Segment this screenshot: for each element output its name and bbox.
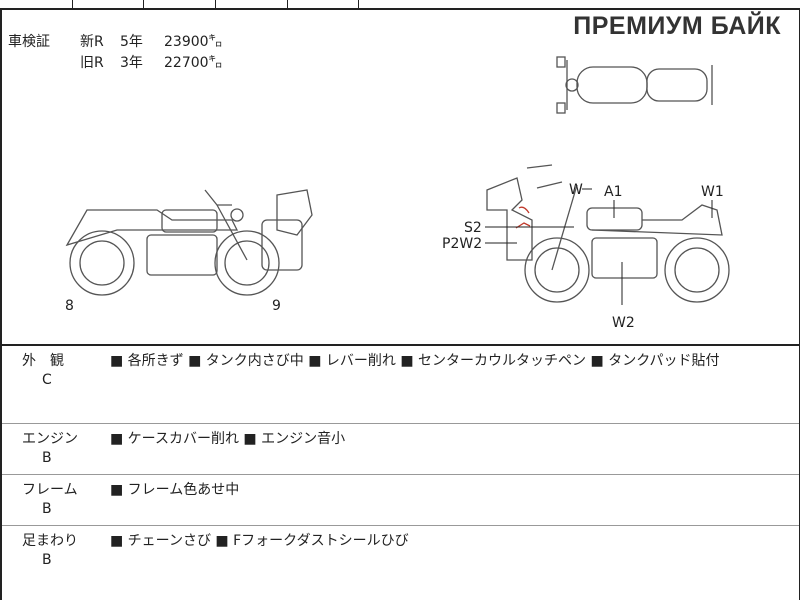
label-p2w2: P2W2 — [442, 236, 482, 252]
inspection-row-engine: エンジン B ■ ケースカバー削れ ■ エンジン音小 — [2, 424, 799, 475]
top-table-band — [0, 0, 800, 10]
left-labels: 8 9 — [65, 298, 281, 314]
notes: ■ 各所きず ■ タンク内さび中 ■ レバー削れ ■ センターカウルタッチペン … — [110, 353, 720, 369]
category: フレーム — [22, 482, 78, 498]
grade: B — [42, 450, 52, 466]
right-labels: W A1 W1 S2 P2W2 W2 — [442, 182, 724, 330]
old-reg-km: 22700㌔ — [164, 55, 223, 71]
category: エンジン — [22, 431, 78, 447]
inspection-row-suspension: 足まわり B ■ チェーンさび ■ Fフォークダストシールひび — [2, 526, 799, 600]
label-8: 8 — [65, 298, 74, 314]
category: 足まわり — [22, 533, 78, 549]
brand-watermark: ПРЕМИУМ БАЙК — [573, 12, 781, 40]
inspection-table: 外 観 C ■ 各所きず ■ タンク内さび中 ■ レバー削れ ■ センターカウル… — [0, 346, 800, 600]
diagram-section: ПРЕМИУМ БАЙК 車検証 新R 5年 23900㌔ 旧R 3年 2270… — [0, 10, 800, 346]
bike-right-side — [485, 164, 730, 305]
inspection-row-frame: フレーム B ■ フレーム色あせ中 — [2, 475, 799, 526]
new-reg-years: 5年 — [120, 34, 143, 50]
bike-left-side — [65, 189, 313, 296]
label-w1: W1 — [701, 184, 724, 200]
bike-top-view — [556, 56, 713, 114]
inspection-row-exterior: 外 観 C ■ 各所きず ■ タンク内さび中 ■ レバー削れ ■ センターカウル… — [2, 346, 799, 424]
label-w2: W2 — [612, 315, 635, 330]
category: 外 観 — [22, 353, 64, 369]
label-9: 9 — [272, 298, 281, 314]
registration-label: 車検証 — [8, 34, 50, 50]
notes: ■ チェーンさび ■ Fフォークダストシールひび — [110, 533, 409, 549]
label-w: W — [569, 182, 583, 198]
grade: B — [42, 552, 52, 568]
label-s2: S2 — [464, 220, 482, 236]
grade: C — [42, 372, 52, 388]
notes: ■ フレーム色あせ中 — [110, 482, 240, 498]
grade: B — [42, 501, 52, 517]
label-a1: A1 — [604, 184, 622, 200]
old-reg-years: 3年 — [120, 55, 143, 71]
notes: ■ ケースカバー削れ ■ エンジン音小 — [110, 431, 346, 447]
old-reg-type: 旧R — [80, 55, 104, 71]
new-reg-type: 新R — [80, 34, 104, 50]
new-reg-km: 23900㌔ — [164, 34, 223, 50]
